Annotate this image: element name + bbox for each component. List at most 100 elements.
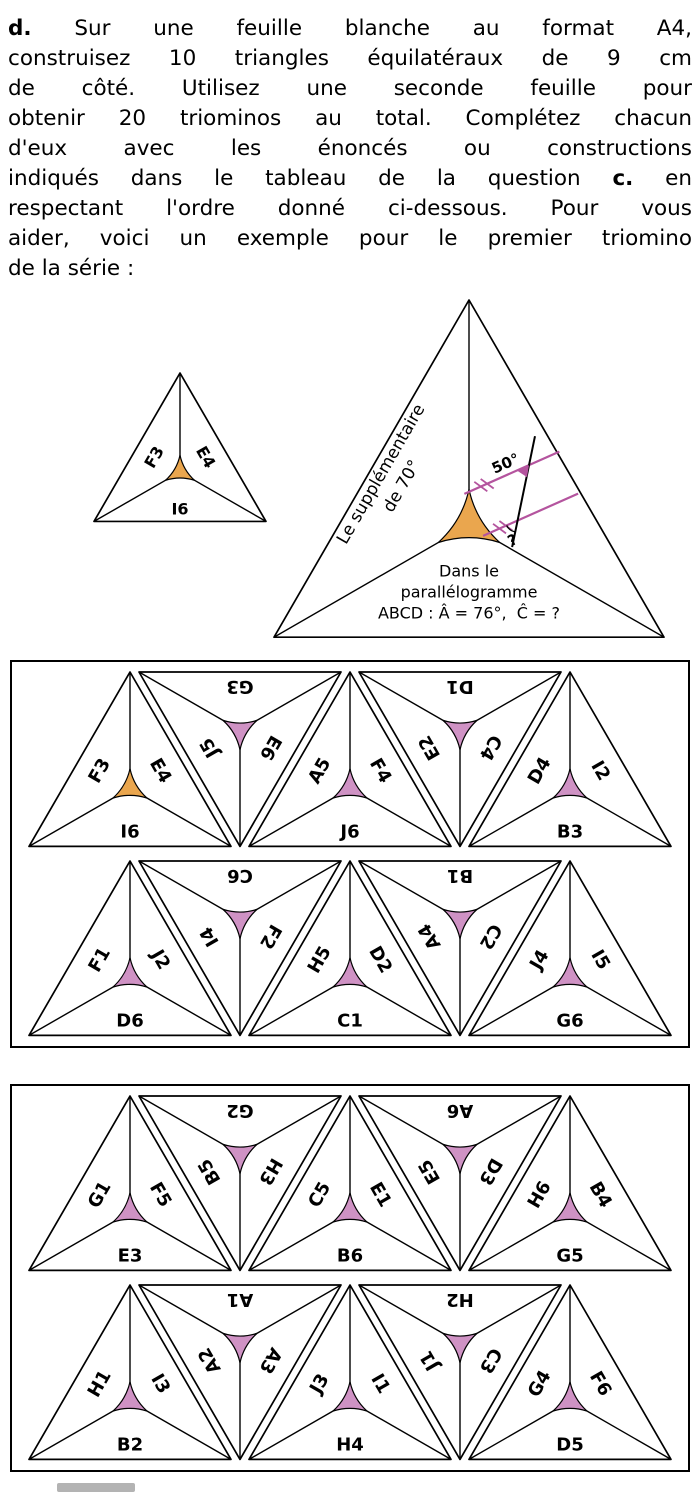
text-segment: respectant l'ordre donné ci-dessous. Pou…	[8, 196, 692, 221]
triomino-label: J6	[338, 821, 359, 842]
text-segment: de côté. Utilisez une seconde feuille po…	[8, 76, 692, 101]
paragraph-line: obtenir 20 triominos au total. Complétez…	[8, 104, 692, 134]
paragraph-line: construisez 10 triangles équilatéraux de…	[8, 44, 692, 74]
paragraph-line: respectant l'ordre donné ci-dessous. Pou…	[8, 194, 692, 224]
center-flap	[165, 455, 195, 481]
text-segment: indiqués dans le tableau de la question	[8, 166, 613, 191]
center-flap	[442, 908, 478, 939]
triomino-label: D5	[556, 1434, 583, 1455]
paragraph-line: d. Sur une feuille blanche au format A4,	[8, 14, 692, 44]
text-segment: en	[633, 166, 692, 191]
triomino-label: H4	[336, 1434, 364, 1455]
center-flap	[552, 957, 588, 988]
bold-marker-text: d.	[8, 16, 32, 41]
triomino-label: G6	[556, 1010, 583, 1031]
triomino-label: A6	[447, 1100, 473, 1121]
center-flap	[222, 908, 258, 939]
triomino-label: H2	[446, 1289, 474, 1310]
angle-wedge	[516, 465, 530, 478]
center-flap	[442, 1332, 478, 1363]
center-flap	[112, 1192, 148, 1223]
triomino-label: B6	[337, 1245, 363, 1266]
fold-line	[273, 524, 470, 638]
center-flap	[332, 957, 368, 988]
center-flap	[442, 1143, 478, 1174]
transversal-line	[511, 435, 536, 548]
triomino-label: C1	[337, 1010, 363, 1031]
paragraph-line: de la série :	[8, 254, 692, 284]
center-flap	[112, 957, 148, 988]
center-flap	[112, 768, 148, 799]
parallel-tick	[480, 478, 495, 490]
text-segment: aider, voici un exemple pour le premier …	[8, 226, 692, 251]
triomino-label: B2	[117, 1434, 143, 1455]
scrollbar-thumb[interactable]	[57, 1483, 135, 1492]
center-flap	[332, 768, 368, 799]
instruction-paragraph: d. Sur une feuille blanche au format A4,…	[8, 14, 692, 284]
parallel-tick	[492, 523, 507, 535]
bold-marker-text: c.	[612, 166, 634, 191]
bottom-statement-line: Dans le	[439, 562, 499, 581]
triomino-label: B3	[557, 821, 583, 842]
triomino-label: I6	[171, 500, 188, 519]
text-segment: obtenir 20 triominos au total. Complétez…	[8, 106, 692, 131]
center-flap	[437, 489, 501, 544]
triomino-label: C6	[227, 865, 253, 886]
parallel-tick	[498, 520, 513, 532]
center-flap	[552, 768, 588, 799]
center-flap	[442, 719, 478, 750]
triomino-label: G3	[226, 676, 253, 697]
bottom-statement-line: parallélogramme	[401, 583, 538, 602]
triomino-label: E3	[118, 1245, 143, 1266]
paragraph-line: aider, voici un exemple pour le premier …	[8, 224, 692, 254]
fold-line	[468, 524, 665, 638]
triomino-label: D1	[446, 676, 473, 697]
text-segment: construisez 10 triangles équilatéraux de…	[8, 46, 692, 71]
triomino-label: B1	[447, 865, 473, 886]
center-flap	[552, 1192, 588, 1223]
center-flap	[332, 1381, 368, 1412]
bottom-statement-line: ABCD : Â = 76°, Ĉ = ?	[378, 604, 560, 623]
center-flap	[332, 1192, 368, 1223]
triomino-label: D6	[116, 1010, 143, 1031]
triomino-label: G2	[226, 1100, 253, 1121]
text-segment: Sur une feuille blanche au format A4,	[31, 16, 692, 41]
center-flap	[222, 1143, 258, 1174]
triomino-label: G5	[556, 1245, 583, 1266]
text-segment: de la série :	[8, 256, 135, 281]
center-flap	[552, 1381, 588, 1412]
